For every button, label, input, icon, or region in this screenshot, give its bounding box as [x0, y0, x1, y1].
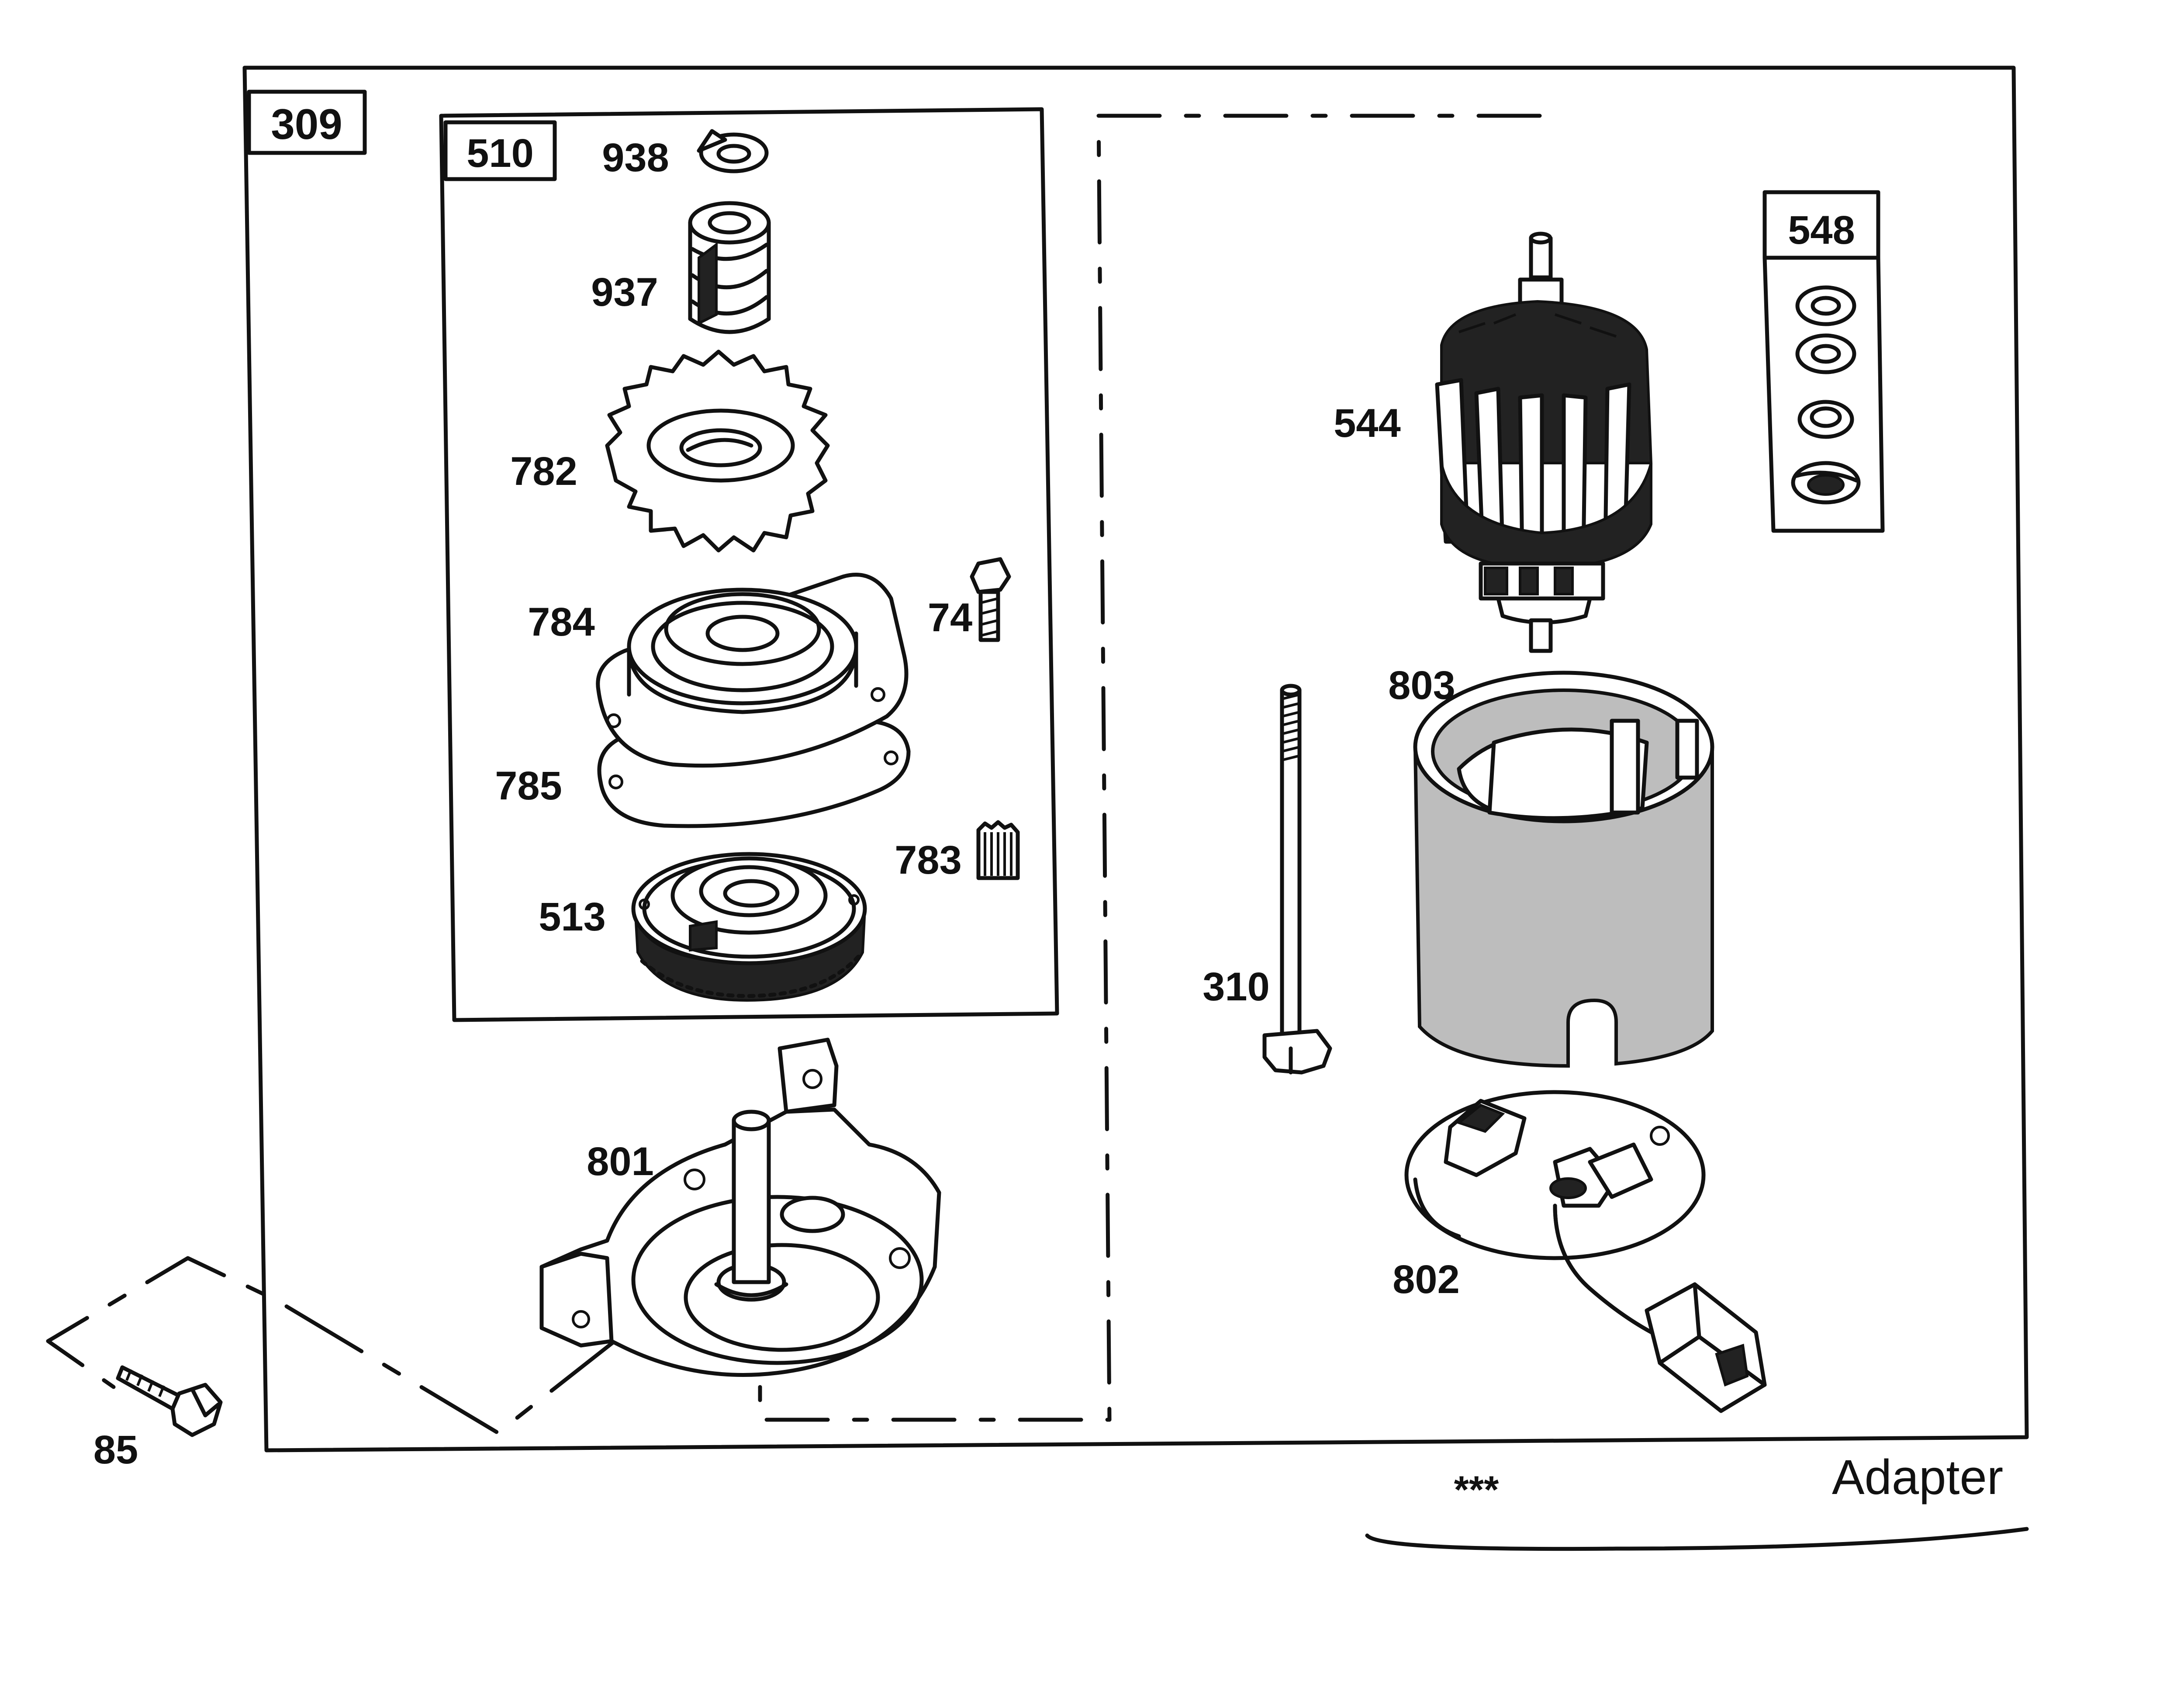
screw-74-label: 74 [928, 595, 972, 640]
main-frame [242, 66, 2029, 1452]
pinion-783-label: 783 [895, 838, 962, 882]
brush-kit-label-box: 548 [1762, 190, 1880, 260]
screw-85-icon [116, 1365, 223, 1437]
cover-label: 784 [528, 600, 595, 644]
footer-adapter-label: Adapter [1832, 1450, 2003, 1504]
screw-85-label: 85 [93, 1428, 138, 1472]
armature-icon [1435, 232, 1653, 653]
housing-icon [1413, 671, 1714, 1068]
drive-end-cap-icon [539, 1037, 941, 1377]
retainer-ring-icon [697, 129, 769, 173]
clutch-icon [631, 852, 867, 1002]
through-bolt-label: 310 [1203, 965, 1270, 1009]
brush-kit-number: 548 [1788, 208, 1855, 252]
drive-kit-frame [439, 107, 1059, 1022]
pinion-spring-icon [688, 201, 771, 334]
brush-plate-icon [1404, 1090, 1767, 1413]
drive-kit-number: 510 [467, 131, 534, 176]
brush-kit-frame [1762, 256, 1885, 533]
screw-74-icon [970, 557, 1011, 642]
pinion-label: 937 [591, 270, 658, 315]
armature-label: 544 [1334, 401, 1401, 446]
clutch-label: 513 [539, 895, 606, 939]
gasket-label: 785 [495, 764, 562, 808]
through-bolt-icon [1262, 684, 1332, 1075]
retainer-label: 938 [602, 135, 669, 180]
motor-dash-outline [758, 114, 1542, 1422]
small-pinion-icon [976, 820, 1020, 880]
screw-connector-line [46, 1256, 622, 1435]
gear-icon [605, 349, 830, 553]
brush-plate-label: 802 [1393, 1257, 1460, 1302]
housing-label: 803 [1388, 663, 1455, 708]
assembly-number: 309 [271, 100, 342, 148]
assembly-label-box: 309 [247, 90, 367, 155]
gear-label: 782 [510, 449, 577, 494]
brush-kit-rings-icon [1791, 285, 1861, 505]
drive-end-cap-label: 801 [587, 1139, 654, 1184]
drive-kit-label-box: 510 [443, 120, 557, 181]
footer-underline [1365, 1527, 2029, 1551]
footer-stars: *** [1454, 1468, 1499, 1511]
cover-icon [596, 573, 909, 768]
